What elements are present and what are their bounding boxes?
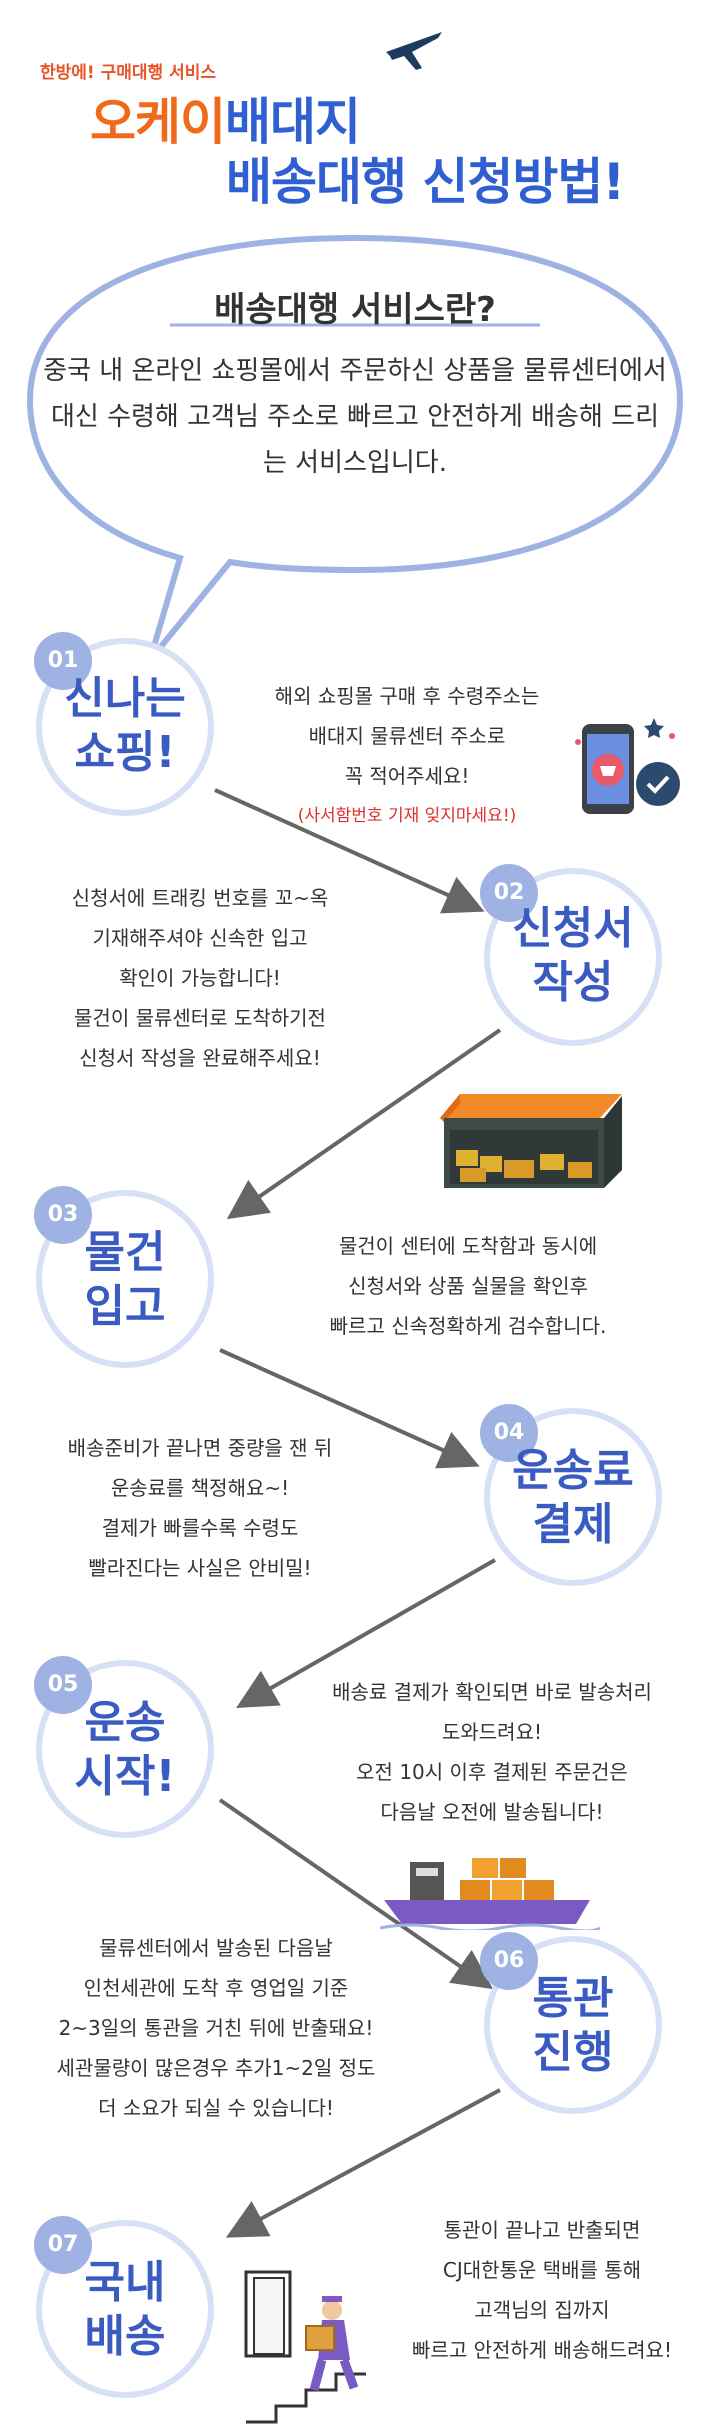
step-06-circle — [484, 1936, 662, 2114]
speech-bubble — [26, 234, 684, 662]
step-03-badge: 03 — [34, 1186, 92, 1244]
step-07-desc-line2: CJ대한통운 택배를 통해 — [442, 2258, 642, 2282]
step-03-desc-line3: 빠르고 신속정확하게 검수합니다. — [329, 1314, 607, 1338]
step-03-desc-line2: 신청서와 상품 실물을 확인후 — [348, 1274, 588, 1298]
step-01-title-line2: 쇼핑! — [74, 727, 176, 778]
step-03-title-line2: 입고 — [84, 1281, 166, 1332]
step-07-desc-line4: 빠르고 안전하게 배송해드려요! — [412, 2338, 672, 2362]
step-02-desc-line2: 기재해주셔야 신속한 입고 — [92, 926, 308, 950]
step-03-title-line1: 물건 — [84, 1227, 166, 1278]
step-06-desc-line3: 2~3일의 통관을 거친 뒤에 반출돼요! — [58, 2016, 374, 2040]
page-subtitle: 배송대행 신청방법! — [226, 153, 625, 211]
step-04-desc-line4: 빨라진다는 사실은 안비밀! — [88, 1556, 312, 1580]
step-05-desc-line4: 다음날 오전에 발송됩니다! — [380, 1800, 604, 1824]
step-01-title-line1: 신나는 — [64, 673, 186, 724]
step-04-desc: 배송준비가 끝나면 중량을 잰 뒤 운송료를 책정해요~! 결제가 빠를수록 수… — [30, 1428, 370, 1588]
intro-body: 중국 내 온라인 쇼핑몰에서 주문하신 상품을 물류센터에서 대신 수령해 고객… — [43, 356, 667, 478]
step-01-desc-line1: 해외 쇼핑몰 구매 후 수령주소는 — [274, 684, 540, 708]
step-07-badge: 07 — [34, 2216, 92, 2274]
step-06-desc-line2: 인천세관에 도착 후 영업일 기준 — [83, 1976, 349, 2000]
step-05-desc-line3: 오전 10시 이후 결제된 주문건은 — [356, 1760, 628, 1784]
step-07-title-line2: 배송 — [84, 2311, 166, 2362]
step-02-title-line2: 작성 — [532, 957, 614, 1008]
warehouse-icon — [440, 1094, 622, 1188]
brand-title: 오케이배대지 — [90, 82, 361, 154]
step-02-title: 신청서 작성 — [484, 902, 662, 1010]
step-06-desc-line5: 더 소요가 되실 수 있습니다! — [98, 2096, 334, 2120]
step-04-badge: 04 — [480, 1404, 538, 1462]
step-02-desc-line5: 신청서 작성을 완료해주세요! — [79, 1046, 321, 1070]
step-03-desc-line1: 물건이 센터에 도착함과 동시에 — [338, 1234, 598, 1258]
airplane-icon — [386, 32, 442, 70]
step-04-title-line1: 운송료 — [512, 1445, 634, 1496]
step-06-desc: 물류센터에서 발송된 다음날 인천세관에 도착 후 영업일 기준 2~3일의 통… — [16, 1928, 416, 2128]
brand-part-1: 오케이 — [90, 93, 226, 151]
step-06-title-line1: 통관 — [532, 1973, 614, 2024]
step-07-desc-line1: 통관이 끝나고 반출되면 — [443, 2218, 641, 2242]
arrow-4-5 — [236, 1558, 496, 1708]
step-02-desc-line4: 물건이 물류센터로 도착하기전 — [74, 1006, 326, 1030]
step-04-desc-line3: 결제가 빠를수록 수령도 — [101, 1516, 299, 1540]
step-05-badge: 05 — [34, 1656, 92, 1714]
step-02-desc-line3: 확인이 가능합니다! — [119, 966, 281, 990]
step-04-circle — [484, 1408, 662, 1586]
arrow-2-3 — [226, 1028, 502, 1220]
step-04-title: 운송료 결제 — [484, 1444, 662, 1552]
step-02-title-line1: 신청서 — [512, 903, 634, 954]
step-01-desc-line2: 배대지 물류센터 주소로 — [308, 724, 506, 748]
step-07-title-line1: 국내 — [84, 2257, 166, 2308]
step-06-title: 통관 진행 — [484, 1972, 662, 2080]
step-03-title: 물건 입고 — [36, 1226, 214, 1334]
step-07-desc: 통관이 끝나고 반출되면 CJ대한통운 택배를 통해 고객님의 집까지 빠르고 … — [384, 2210, 700, 2370]
arrow-6-7 — [225, 2088, 501, 2238]
step-01-title: 신나는 쇼핑! — [36, 672, 214, 780]
step-01-desc: 해외 쇼핑몰 구매 후 수령주소는 배대지 물류센터 주소로 꼭 적어주세요! … — [262, 676, 552, 836]
step-06-title-line2: 진행 — [532, 2027, 614, 2078]
delivery-man-icon — [244, 2270, 366, 2424]
header-tagline: 한방에! 구매대행 서비스 — [40, 63, 216, 83]
step-02-badge: 02 — [480, 864, 538, 922]
step-05-title-line1: 운송 — [84, 1697, 166, 1748]
step-04-desc-line1: 배송준비가 끝나면 중량을 잰 뒤 — [67, 1436, 333, 1460]
step-02-desc-line1: 신청서에 트래킹 번호를 꼬~옥 — [71, 886, 329, 910]
step-05-title-line2: 시작! — [74, 1751, 176, 1802]
step-05-desc: 배송료 결제가 확인되면 바로 발송처리 도와드려요! 오전 10시 이후 결제… — [284, 1672, 700, 1832]
step-02-desc: 신청서에 트래킹 번호를 꼬~옥 기재해주셔야 신속한 입고 확인이 가능합니다… — [30, 878, 370, 1078]
mobile-cart-icon — [575, 718, 680, 814]
step-06-desc-line4: 세관물량이 많은경우 추가1~2일 정도 — [56, 2056, 376, 2080]
step-01-badge: 01 — [34, 632, 92, 690]
step-03-desc: 물건이 센터에 도착함과 동시에 신청서와 상품 실물을 확인후 빠르고 신속정… — [268, 1226, 668, 1346]
cargo-ship-icon — [380, 1858, 600, 1930]
step-04-desc-line2: 운송료를 책정해요~! — [110, 1476, 290, 1500]
intro-title: 배송대행 서비스란? — [214, 290, 496, 330]
step-05-desc-line2: 도와드려요! — [441, 1720, 543, 1744]
step-05-title: 운송 시작! — [36, 1696, 214, 1804]
brand-part-2: 배대지 — [225, 93, 361, 151]
arrow-1-2 — [214, 788, 485, 914]
step-01-desc-line3: 꼭 적어주세요! — [344, 764, 470, 788]
step-07-circle — [36, 2220, 214, 2398]
step-06-desc-line1: 물류센터에서 발송된 다음날 — [99, 1936, 333, 1960]
arrow-5-6 — [218, 1798, 494, 1990]
step-01-note: (사서함번호 기재 잊지마세요!) — [297, 806, 517, 826]
step-07-desc-line3: 고객님의 집까지 — [474, 2298, 610, 2322]
step-06-badge: 06 — [480, 1932, 538, 1990]
step-07-title: 국내 배송 — [36, 2256, 214, 2364]
step-05-desc-line1: 배송료 결제가 확인되면 바로 발송처리 — [332, 1680, 652, 1704]
arrow-3-4 — [219, 1348, 480, 1469]
step-04-title-line2: 결제 — [532, 1499, 614, 1550]
